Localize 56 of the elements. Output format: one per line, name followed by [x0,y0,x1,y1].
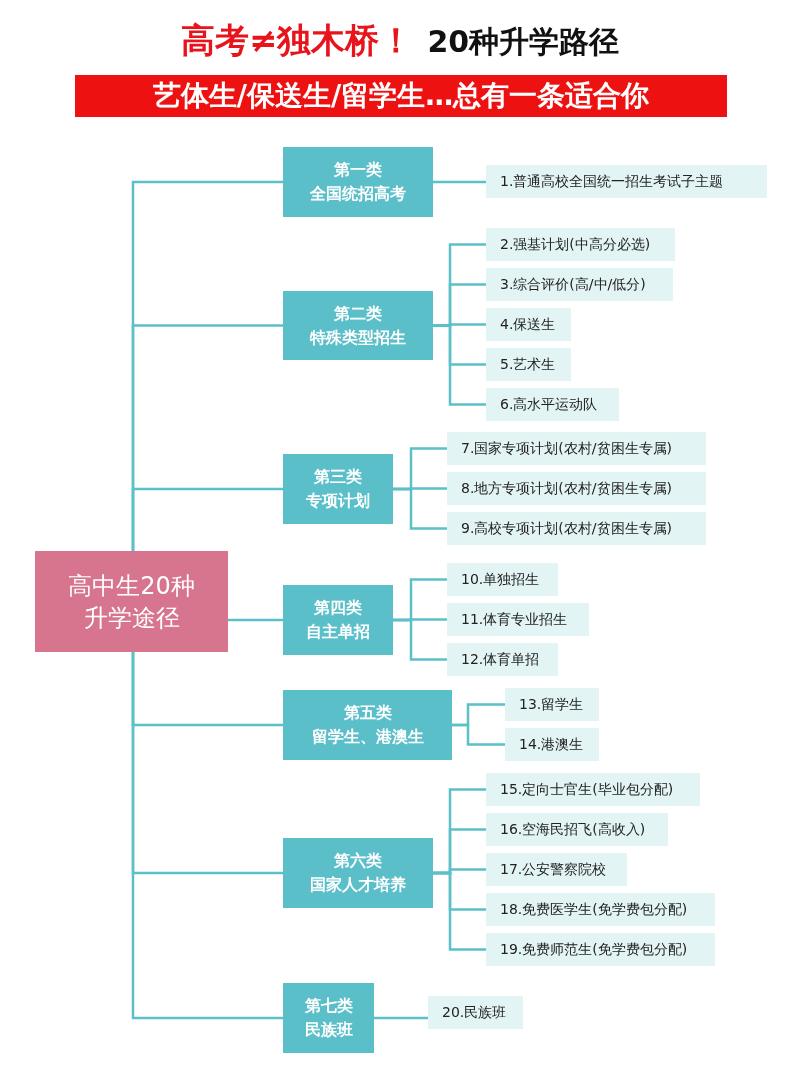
pathway-box: 19.免费师范生(免学费包分配) [486,933,715,966]
slogan-banner: 艺体生/保送生/留学生…总有一条适合你 [75,75,727,117]
title: 高考≠独木桥！ [180,20,414,60]
category-number: 第四类 [314,597,362,619]
category-box [283,838,433,908]
category-title: 全国统招高考 [310,183,406,205]
connector-line [131,487,283,551]
connector-line [433,871,486,951]
pathway-box: 14.港澳生 [505,728,599,761]
pathway-box: 7.国家专项计划(农村/贫困生专属) [447,432,706,465]
pathway-box: 2.强基计划(中高分必选) [486,228,675,261]
category-box [283,291,433,360]
category-box [283,454,393,524]
category-box [283,690,452,760]
connector-line [433,180,486,184]
subtitle-text: 20种升学路径 [427,24,620,59]
pathway-box: 17.公安警察院校 [486,853,627,886]
category-number: 第二类 [334,302,382,325]
category-number: 第五类 [343,702,392,724]
pathway-box: 16.空海民招飞(高收入) [486,813,668,846]
category-title: 国家人才培养 [310,874,406,896]
connector-line [452,723,505,746]
category-box [283,585,393,655]
category-number: 第六类 [334,850,382,872]
category-title: 特殊类型招生 [310,326,406,349]
connector-line [393,618,447,661]
pathway-box: 13.留学生 [505,688,599,721]
pathway-box: 20.民族班 [428,996,523,1029]
pathway-box: 8.地方专项计划(农村/贫困生专属) [447,472,706,505]
connector-line [131,652,283,1020]
pathway-box: 3.综合评价(高/中/低分) [486,268,673,301]
pathway-box: 18.免费医学生(免学费包分配) [486,893,715,926]
pathway-box: 6.高水平运动队 [486,388,619,421]
pathway-box: 4.保送生 [486,308,571,341]
pathway-box: 15.定向士官生(毕业包分配) [486,773,700,806]
pathway-box: 1.普通高校全国统一招生考试子主题 [486,165,767,198]
category-title: 专项计划 [306,490,370,512]
connector-line [393,487,447,530]
category-number: 第三类 [314,466,362,488]
pathway-box: 11.体育专业招生 [447,603,589,636]
pathway-box: 9.高校专项计划(农村/贫困生专属) [447,512,706,545]
category-box [283,147,433,217]
category-box [283,983,374,1053]
pathway-box: 12.体育单招 [447,643,558,676]
connector-line [433,324,486,406]
pathway-box: 5.艺术生 [486,348,571,381]
category-title: 自主单招 [306,621,370,643]
category-title: 留学生、港澳生 [311,726,424,748]
connector-line [228,618,283,622]
pathway-box: 10.单独招生 [447,563,558,596]
connector-line [374,1016,428,1020]
category-number: 第一类 [334,159,382,181]
category-title: 民族班 [304,1019,353,1041]
root-title: 高中生20种升学途径 [67,570,196,634]
category-number: 第七类 [304,995,353,1017]
root-box [35,551,228,652]
